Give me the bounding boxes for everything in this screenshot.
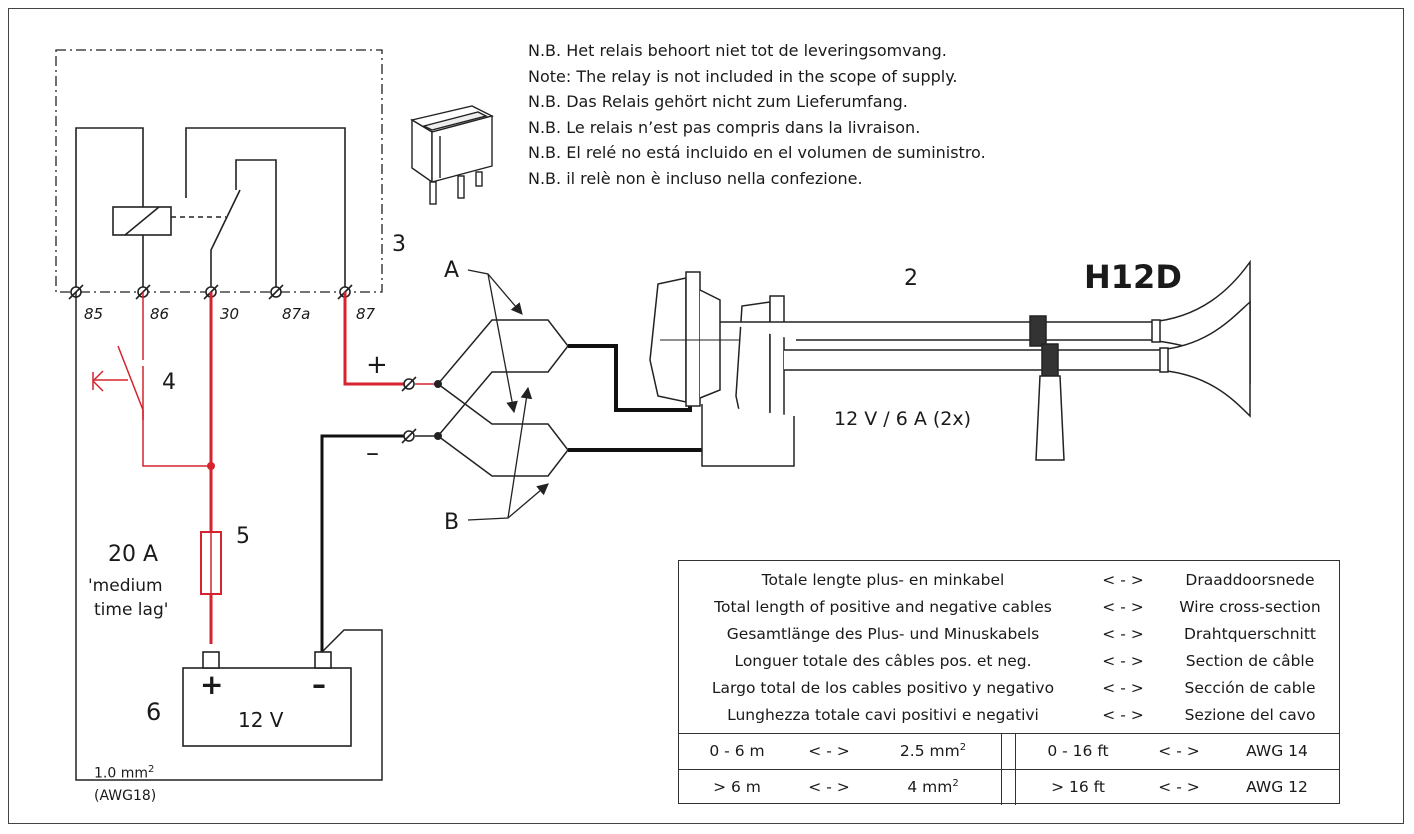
spec-length-label: Longuer totale des câbles pos. et neg.: [734, 652, 1032, 670]
battery-minus-sign: –: [312, 668, 326, 701]
imperial-length: 0 - 16 ft: [1047, 742, 1109, 760]
ground-wiring: [75, 292, 438, 781]
spec-arrow: < - >: [1102, 571, 1144, 589]
metric-arrow: < - >: [808, 778, 850, 796]
relay-product-illustration: [410, 105, 494, 205]
ground-wire-size: 1.0 mm2: [94, 764, 155, 782]
note-nl: N.B. Het relais behoort niet tot de leve…: [528, 41, 947, 60]
harness-label-a: A: [444, 258, 460, 283]
relay-notes: N.B. Het relais behoort niet tot de leve…: [528, 38, 986, 192]
terminal-87a: 87a: [282, 305, 311, 323]
relay-box: [55, 49, 383, 293]
metric-arrow: < - >: [808, 742, 850, 760]
note-de: N.B. Das Relais gehört nicht zum Lieferu…: [528, 92, 908, 112]
relay-callout-number: 3: [392, 232, 406, 257]
spec-section-label: Section de câble: [1185, 652, 1315, 670]
spec-section-label: Sezione del cavo: [1184, 706, 1316, 724]
spec-header-row: Longuer totale des câbles pos. et neg. < …: [679, 650, 1339, 674]
spec-value-row: 0 - 6 m < - > 2.5 mm2 0 - 16 ft < - > AWG 14: [679, 735, 1339, 769]
spec-header-row: Largo total de los cables positivo y neg…: [679, 677, 1339, 701]
spec-arrow: < - >: [1102, 598, 1144, 616]
imperial-awg: AWG 12: [1246, 778, 1308, 796]
spec-section-label: Wire cross-section: [1179, 598, 1321, 616]
battery-symbol: [182, 651, 352, 747]
spec-header-row: Totale lengte plus- en minkabel < - > Draa…: [679, 569, 1339, 593]
battery-plus-sign: +: [200, 668, 224, 701]
spec-length-label: Totale lengte plus- en minkabel: [761, 571, 1005, 589]
metric-length: > 6 m: [713, 778, 761, 796]
callout-arrows: [467, 269, 549, 521]
fuse-type-line2: time lag': [94, 600, 169, 620]
spec-section-label: Drahtquerschnitt: [1184, 625, 1316, 643]
spec-header-row: Total length of positive and negative ca…: [679, 596, 1339, 620]
spec-arrow: < - >: [1102, 706, 1144, 724]
spec-length-label: Total length of positive and negative ca…: [714, 598, 1052, 616]
fuse-rating: 20 A: [108, 542, 159, 567]
note-fr: N.B. Le relais n’est pas compris dans la…: [528, 117, 921, 137]
note-es: N.B. El relé no está incluido en el volu…: [528, 143, 986, 163]
negative-wiring: [320, 434, 404, 654]
spec-section-label: Sección de cable: [1184, 679, 1316, 697]
horn-callout-number: 2: [904, 266, 918, 291]
horn-cable-harness: [437, 319, 569, 477]
note-it: N.B. il relè non è incluso nella confezi…: [528, 168, 863, 188]
spec-arrow: < - >: [1102, 679, 1144, 697]
spec-length-label: Gesamtlänge des Plus- und Minuskabels: [726, 625, 1040, 643]
terminal-30: 30: [220, 305, 240, 323]
terminal-85: 85: [84, 305, 104, 323]
spec-section-label: Draaddoorsnede: [1185, 571, 1315, 589]
metric-section: 2.5 mm2: [899, 742, 967, 761]
cable-spec-table: Totale lengte plus- en minkabel < - > Draa…: [678, 560, 1340, 805]
spec-header-row: Lunghezza totale cavi positivi e negativ…: [679, 704, 1339, 728]
horn-switch-symbol: [92, 345, 144, 420]
switch-callout-number: 4: [162, 370, 176, 395]
harness-label-b: B: [444, 510, 460, 535]
diagram-frame: [8, 8, 1404, 824]
imperial-arrow: < - >: [1158, 742, 1200, 760]
relay-internals: [75, 127, 346, 292]
spec-arrow: < - >: [1102, 625, 1144, 643]
spec-arrow: < - >: [1102, 652, 1144, 670]
horn-rating: 12 V / 6 A (2x): [834, 408, 972, 430]
terminal-87: 87: [356, 305, 376, 323]
metric-length: 0 - 6 m: [709, 742, 765, 760]
spec-value-row: > 6 m < - > 4 mm2 > 16 ft < - > AWG 12: [679, 771, 1339, 805]
spec-header-row: Gesamtlänge des Plus- und Minuskabels < -…: [679, 623, 1339, 647]
negative-sign: –: [366, 438, 379, 468]
ground-wire-awg: (AWG18): [94, 788, 157, 804]
spec-length-label: Largo total de los cables positivo y neg…: [711, 679, 1055, 697]
positive-sign: +: [366, 350, 388, 380]
spec-length-label: Lunghezza totale cavi positivi e negativ…: [727, 706, 1039, 724]
battery-callout-number: 6: [146, 698, 162, 726]
metric-section: 4 mm2: [907, 778, 959, 797]
imperial-arrow: < - >: [1158, 778, 1200, 796]
imperial-length: > 16 ft: [1051, 778, 1105, 796]
note-en: Note: The relay is not included in the s…: [528, 66, 958, 86]
air-horn-illustration: [649, 259, 1251, 467]
fuse-callout-number: 5: [236, 524, 250, 549]
battery-voltage: 12 V: [238, 708, 284, 732]
fuse-type-line1: 'medium: [88, 576, 163, 596]
model-title: H12D: [1084, 258, 1182, 296]
junction-dot: [207, 462, 215, 470]
terminal-slash: [268, 284, 284, 300]
imperial-awg: AWG 14: [1246, 742, 1308, 760]
terminal-86: 86: [150, 305, 170, 323]
positive-wiring: [142, 292, 438, 644]
connector-terminals: [401, 376, 417, 444]
